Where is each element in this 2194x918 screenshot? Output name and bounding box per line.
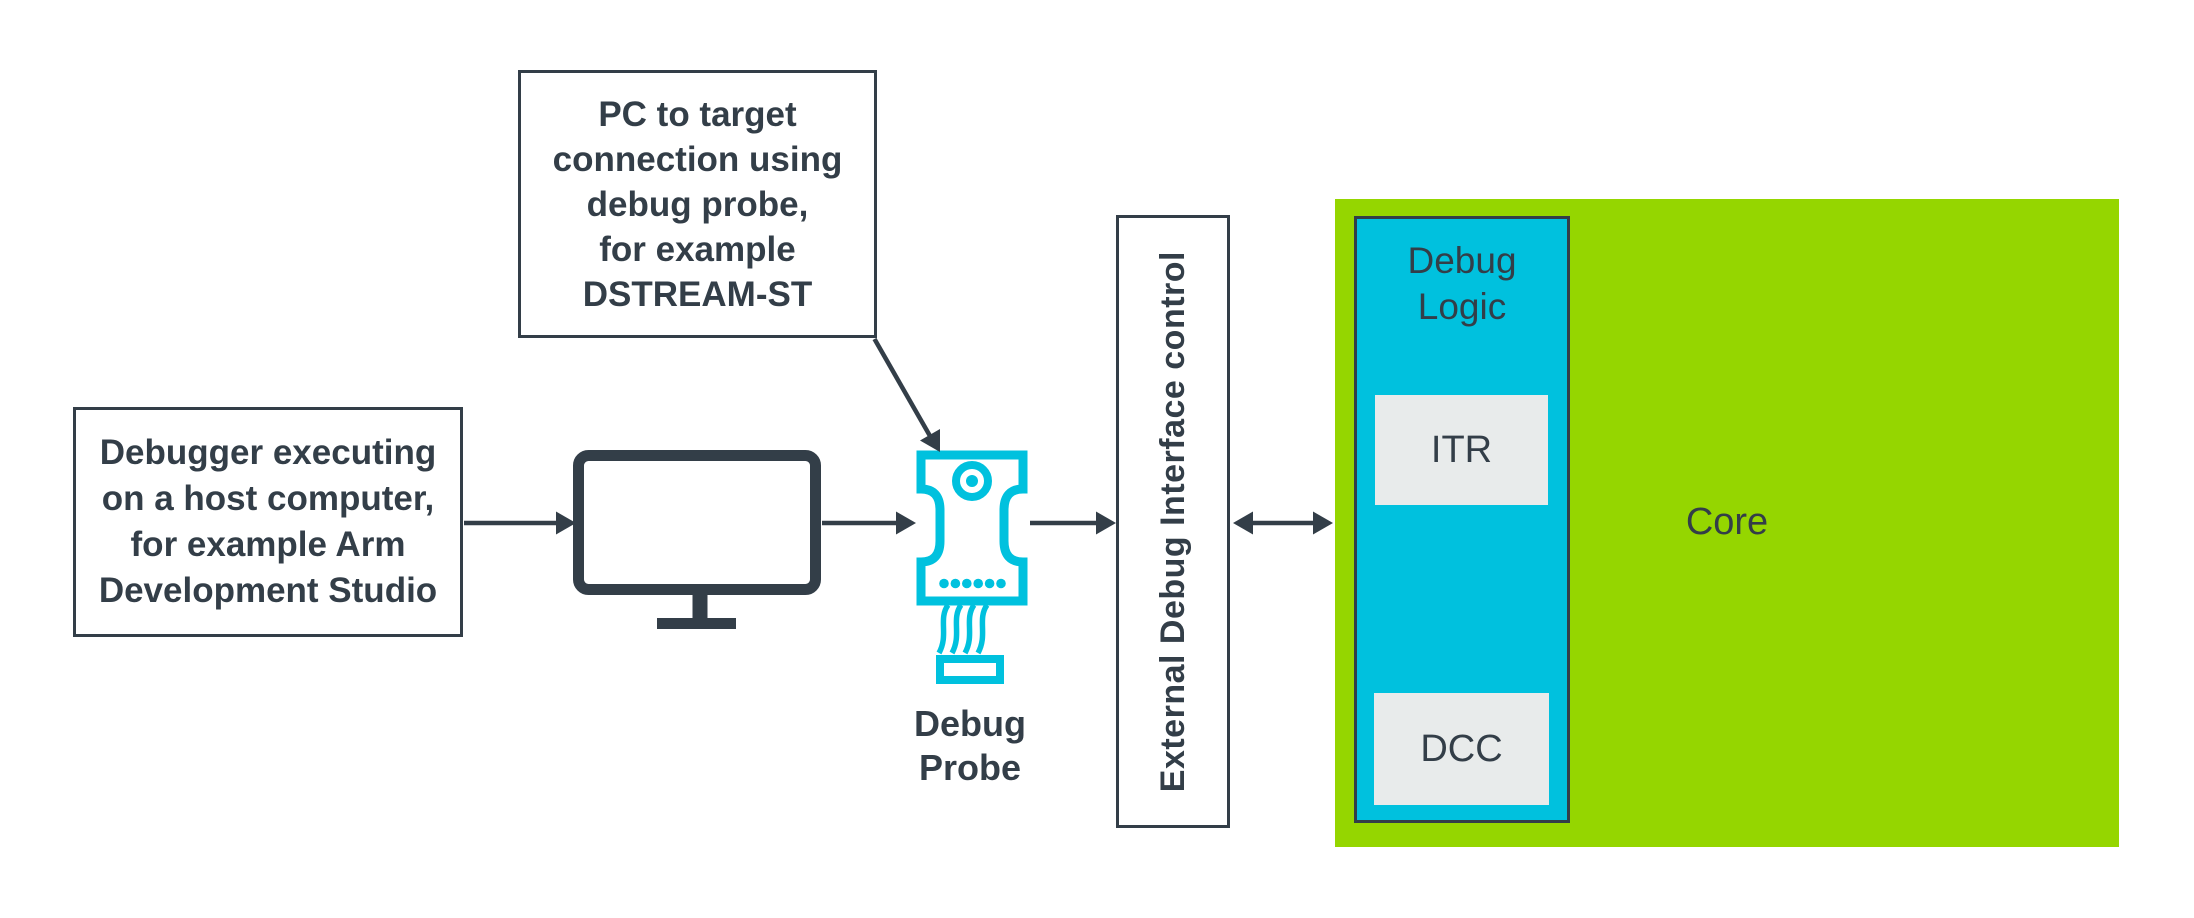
probe-callout-box: PC to target connection using debug prob… <box>518 70 877 338</box>
core-label: Core <box>1685 501 1769 543</box>
external-debug-interface-box: External Debug Interface control <box>1116 215 1230 828</box>
arrow-probe-to-external <box>1030 511 1116 535</box>
host-computer-label: Debugger executing on a host computer, f… <box>98 433 438 610</box>
callout-pointer-arrow <box>872 337 940 452</box>
itr-box: ITR <box>1375 395 1548 505</box>
itr-label: ITR <box>1430 428 1493 471</box>
debug-probe-icon <box>916 450 1028 684</box>
host-computer-box: Debugger executing on a host computer, f… <box>73 407 463 637</box>
dcc-box: DCC <box>1374 693 1549 805</box>
arrow-pc-to-probe <box>822 511 916 535</box>
monitor-icon <box>573 450 821 629</box>
dcc-label: DCC <box>1420 727 1503 770</box>
arrow-host-to-pc <box>464 511 576 535</box>
probe-callout-label: PC to target connection using debug prob… <box>552 94 843 314</box>
debug-probe-label: Debug Probe <box>914 703 1026 788</box>
external-debug-interface-label: External Debug Interface control <box>1153 250 1192 793</box>
arrow-external-to-core <box>1233 511 1333 535</box>
debug-logic-label: Debug Logic <box>1407 240 1517 327</box>
